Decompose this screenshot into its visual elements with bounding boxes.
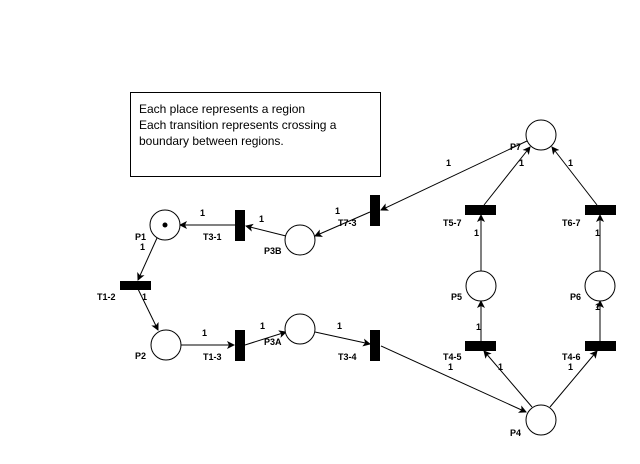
arc-t1-2-p2 [137,288,159,331]
label-p3a: P3A [264,337,282,347]
label-p1: P1 [135,232,146,242]
weight-t1-3-p3a: 1 [260,321,265,331]
weight-t3-4-p4: 1 [448,362,453,372]
label-t4-6: T4-6 [562,352,581,362]
weight-t5-7-p7: 1 [519,158,524,168]
weight-p2-t1-3: 1 [202,328,207,338]
transition-t7-3 [370,195,380,226]
note-line-1: Each place represents a region [139,102,306,116]
weight-p6-t6-7: 1 [595,228,600,238]
transition-t1-2 [120,281,151,290]
place-p3b [284,224,316,256]
place-p5 [465,270,497,302]
arc-p7-t7-3 [380,140,528,211]
weight-p4-t4-6: 1 [568,362,573,372]
arc-p4-t4-5 [483,350,533,408]
arc-t1-3-p3a [244,330,287,346]
transition-t3-1 [235,210,245,241]
weight-t1-2-p2: 1 [142,292,147,302]
label-p4: P4 [510,428,521,438]
weight-t4-6-p6: 1 [595,302,600,312]
weight-p1-t1-2: 1 [140,242,145,252]
weight-t6-7-p7: 1 [568,158,573,168]
transition-t1-3 [235,330,245,361]
arc-p3b-t3-1 [245,223,287,237]
label-p3b: P3B [264,246,282,256]
arc-t7-3-p3b [314,211,371,237]
label-p5: P5 [451,292,462,302]
place-p3a [284,313,316,345]
transition-t5-7 [465,205,496,215]
label-t3-1: T3-1 [203,232,222,242]
weight-p3b-t3-1: 1 [259,214,264,224]
label-t4-5: T4-5 [443,352,462,362]
token-p1 [162,222,168,228]
place-p6 [584,270,616,302]
label-t1-2: T1-2 [97,292,116,302]
label-p2: P2 [135,351,146,361]
arc-p3a-t3-4 [314,331,371,347]
label-t6-7: T6-7 [562,218,581,228]
transition-t3-4 [370,330,380,361]
place-p7 [525,119,557,151]
label-t1-3: T1-3 [203,352,222,362]
place-p2 [150,329,182,361]
arc-p4-t4-6 [549,350,598,408]
transition-t6-7 [585,205,616,215]
note-line-3: boundary between regions. [139,134,284,148]
transition-t4-6 [585,341,616,351]
weight-p4-t4-5: 1 [498,362,503,372]
place-p4 [525,404,557,436]
transition-t4-5 [465,341,496,351]
arc-p1-t1-2 [137,237,158,281]
arc-t6-7-p7 [551,146,598,206]
arc-t3-4-p4 [380,345,527,413]
label-t3-4: T3-4 [338,352,357,362]
arc-t5-7-p7 [483,146,531,206]
label-p7: P7 [510,142,521,152]
weight-t4-5-p5: 1 [476,322,481,332]
weight-t7-3-p3b: 1 [335,206,340,216]
weight-p3a-t3-4: 1 [337,321,342,331]
note-line-2: Each transition represents crossing a [139,118,337,132]
note-box: Each place represents a region Each tran… [130,92,381,177]
label-p6: P6 [570,292,581,302]
label-t7-3: T7-3 [338,218,357,228]
label-t5-7: T5-7 [443,218,462,228]
weight-p5-t5-7: 1 [474,228,479,238]
weight-p7-t7-3: 1 [446,158,451,168]
weight-t3-1-p1: 1 [200,208,205,218]
